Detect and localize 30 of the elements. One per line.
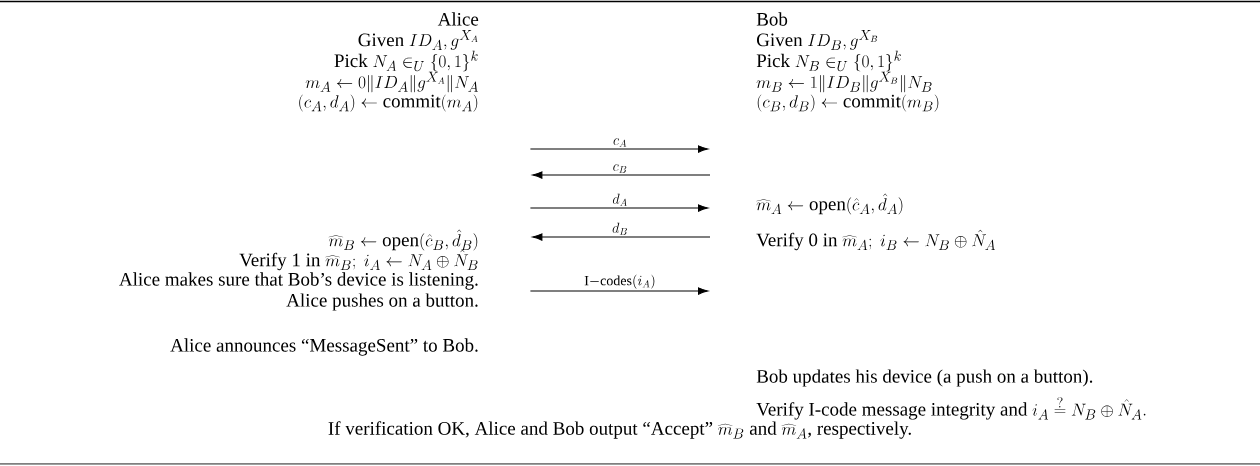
- protocol-step: $\widehat{m}_B \leftarrow \mathrm{open}(\hat{c}_B, \hat{d}_B)$: [328, 229, 478, 251]
- protocol-step: $\mbox{Given }ID_B, g^{X_B}$: [757, 30, 878, 50]
- protocol-step: $\widehat{m}_A \leftarrow \mathrm{open}(\hat{c}_A, \hat{d}_A)$: [756, 193, 903, 215]
- protocol-step: $(c_B, d_B) \leftarrow \mathrm{commit}(m_B)$: [757, 94, 939, 112]
- protocol-step: $m_B \leftarrow 1 \| ID_B \| g^{X_B} \| N_B$: [756, 71, 932, 93]
- note: $\mbox{If verification OK, Alice and Bob output “Accept” }\widehat{m}_B\mbox{ and }\widehat{m}_A\mbox{, respectively.}$: [328, 421, 911, 439]
- party-name: Alice: [437, 12, 479, 26]
- protocol-step: $\mbox{Verify I-code message integrity and }i_A \stackrel{?}{=} N_B \oplus \hat{N}_A.$: [756, 397, 1146, 420]
- protocol-step: $\mbox{Pick }N_A \in_U \{0,1\}^k$: [334, 50, 478, 72]
- edge-label: $\mathrm{I{-}codes}(i_A)$: [584, 274, 655, 289]
- protocol-step: $\mbox{Given }ID_A, g^{X_A}$: [358, 30, 478, 50]
- arrow: [532, 233, 711, 241]
- protocol-step: Bob updates his device (a push on a button).: [756, 369, 1093, 387]
- protocol-step: $(c_A, d_A) \leftarrow \mathrm{commit}(m_A)$: [299, 94, 478, 112]
- arrow: [529, 204, 709, 212]
- arrow: [529, 145, 709, 153]
- party-name: Bob: [756, 12, 788, 26]
- protocol-step: Alice makes sure that Bob’s device is listening.: [119, 272, 478, 290]
- protocol-step: $\mbox{Pick }N_B \in_U \{0,1\}^k$: [756, 50, 901, 72]
- arrow: [529, 287, 709, 295]
- protocol-step: $m_A \leftarrow 0 \| ID_A \| g^{X_A} \| N_A$: [305, 71, 478, 93]
- protocol-step: Alice announces “MessageSent” to Bob.: [170, 338, 478, 356]
- edge-label: $c_B$: [613, 164, 627, 173]
- edge-label: $d_A$: [612, 193, 627, 206]
- arrow: [532, 171, 711, 179]
- edge-label: $d_B$: [612, 222, 627, 235]
- protocol-step: $\mbox{Verify 0 in }\widehat{m}_A;\ i_B \leftarrow N_B \oplus \hat{N}_A$: [756, 229, 995, 251]
- protocol-step: $\mbox{Verify 1 in }\widehat{m}_B;\ i_A \leftarrow N_A \oplus \hat{N}_B$: [239, 249, 478, 271]
- protocol-step: Alice pushes on a button.: [286, 293, 478, 311]
- edge-label: $c_A$: [613, 138, 627, 147]
